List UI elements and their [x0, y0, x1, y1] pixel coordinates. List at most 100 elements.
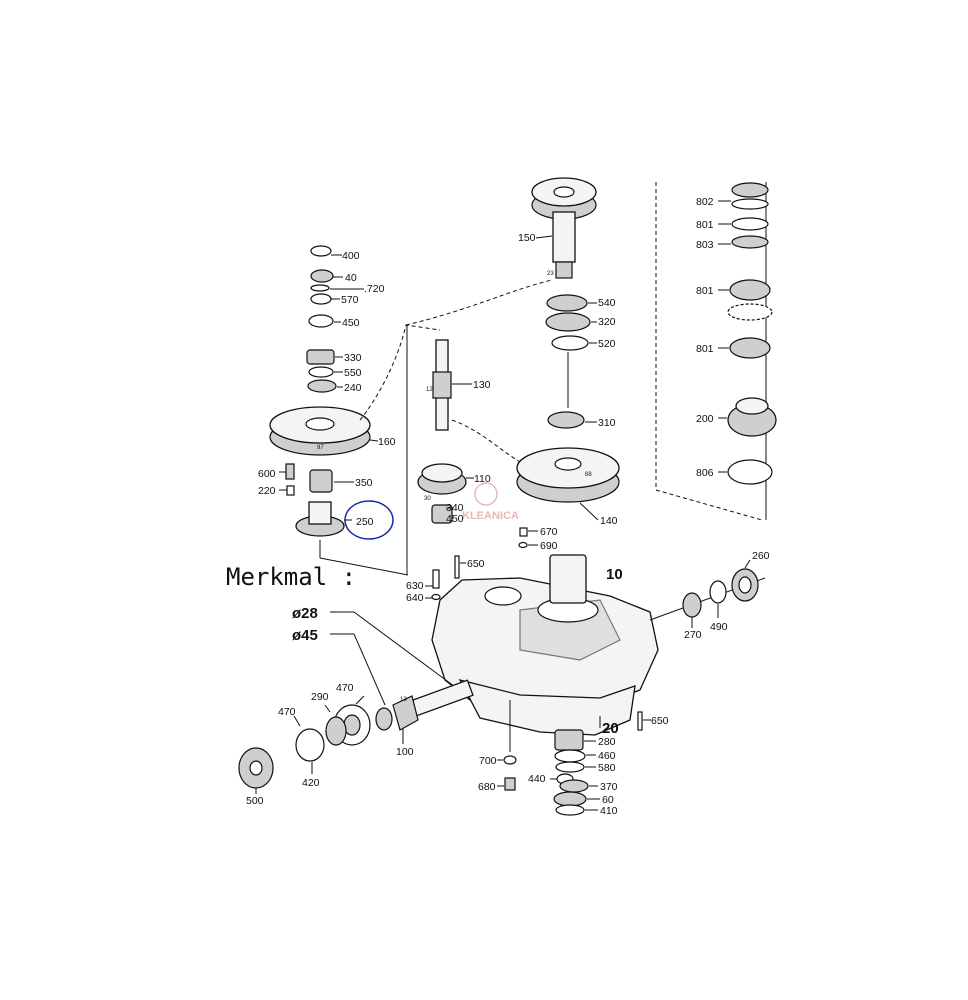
part-801b-disc: [729, 279, 771, 301]
part-670-plug: [519, 527, 528, 537]
label-330: 330: [344, 352, 362, 364]
part-340-bearing: [431, 504, 453, 524]
part-280-bearing: [554, 729, 584, 751]
label-110: 110: [474, 473, 491, 485]
label-720: .720: [364, 283, 385, 295]
label-640: 640: [406, 592, 424, 604]
label-540: 540: [598, 297, 616, 309]
label-400: 400: [342, 250, 360, 262]
part-60-bearing: [553, 791, 587, 807]
gear-100-mark: 13: [400, 697, 407, 703]
part-680-plug: [504, 777, 516, 791]
gear-150-mark: 23: [547, 271, 554, 277]
part-650b-pin: [637, 711, 643, 731]
part-580-ring: [555, 761, 585, 773]
label-60: 60: [602, 794, 614, 806]
part-100-shaft: [410, 679, 474, 717]
label-806: 806: [696, 467, 714, 479]
gearbox-housing: 10 20 650: [431, 554, 669, 752]
label-580: 580: [598, 762, 616, 774]
label-250: 250: [356, 516, 374, 528]
part-270-bearing: [682, 592, 702, 618]
part-100-pinion: [392, 695, 419, 731]
part-720-pin: [310, 284, 330, 292]
part-700-washer: [503, 755, 517, 765]
output-shaft-stack: 280 460 580 440 370 60 410: [528, 729, 618, 817]
part-130-gear: [432, 371, 452, 399]
label-440: 440: [528, 773, 546, 785]
part-500-bore: [249, 760, 263, 776]
center-shaft-stack: 23 150 540 320 520 310 12 130 30 110 340…: [359, 177, 620, 575]
part-802-disc: [731, 182, 769, 198]
label-650a: 650: [467, 558, 485, 570]
label-520: 520: [598, 338, 616, 350]
label-550: 550: [344, 367, 362, 379]
dashed-path-130-150: [405, 279, 553, 326]
part-803-disc: [731, 235, 769, 249]
label-200: 200: [696, 413, 714, 425]
part-250-hub: [308, 501, 332, 525]
dashed-path-160-130: [359, 324, 441, 421]
part-801c-disc: [729, 337, 771, 359]
part-bearing-small: [375, 707, 393, 731]
label-450b: 450: [446, 513, 464, 525]
part-150-bore: [553, 186, 575, 198]
label-803: 803: [696, 239, 714, 251]
label-220: 220: [258, 485, 276, 497]
part-410-ring: [555, 804, 585, 816]
part-320-bearing: [545, 312, 591, 332]
label-470a: 470: [278, 706, 296, 718]
gear-140-mark: 88: [585, 472, 592, 478]
watermark: KLEANICA: [462, 482, 519, 522]
variant-28: ø28: [292, 605, 318, 622]
part-460-ring: [554, 749, 586, 763]
gear-160-bore: [305, 417, 335, 431]
part-490-ring: [709, 580, 727, 604]
part-690-washer: [518, 541, 528, 549]
label-500: 500: [246, 795, 264, 807]
watermark-text: KLEANICA: [462, 510, 519, 522]
drain-plug-parts: 700 680: [478, 755, 517, 793]
label-630: 630: [406, 580, 424, 592]
label-370: 370: [600, 781, 618, 793]
label-320: 320: [598, 316, 616, 328]
label-10: 10: [606, 566, 623, 583]
part-330-bearing: [306, 349, 335, 365]
label-40: 40: [345, 272, 357, 284]
housing-fasteners: 670 690 650 630 640: [406, 526, 558, 604]
part-801b-ghost: [727, 303, 773, 321]
part-290-ring: [325, 716, 347, 746]
label-260: 260: [752, 550, 770, 562]
label-650b: 650: [651, 715, 669, 727]
label-801b: 801: [696, 285, 714, 297]
label-270: 270: [684, 629, 702, 641]
label-410: 410: [600, 805, 618, 817]
label-680: 680: [478, 781, 496, 793]
part-350-bearing: [309, 469, 333, 493]
part-240-spacer: [307, 379, 337, 393]
right-clutch-stack: 802 801 803 801 801 200 806: [655, 182, 777, 521]
part-400-ring: [310, 245, 332, 257]
gear-160-mark: 97: [317, 445, 324, 451]
part-550-ring: [308, 366, 334, 378]
label-690: 690: [540, 540, 558, 552]
label-801c: 801: [696, 343, 714, 355]
housing-20-cover: [458, 679, 636, 736]
label-470b: 470: [336, 682, 354, 694]
label-460: 460: [598, 750, 616, 762]
label-100: 100: [396, 746, 414, 758]
label-570: 570: [341, 294, 359, 306]
part-370-seal: [559, 779, 589, 793]
part-801a-disc: [731, 217, 769, 231]
part-470a-circlip: [295, 728, 325, 762]
watermark-logo-icon: [474, 482, 498, 506]
label-140: 140: [600, 515, 618, 527]
label-350: 350: [355, 477, 373, 489]
dashed-path-130-140: [451, 419, 521, 463]
label-280: 280: [598, 736, 616, 748]
label-450a: 450: [342, 317, 360, 329]
part-806-ring: [727, 459, 773, 485]
label-490: 490: [710, 621, 728, 633]
variant-annotation: Merkmal : ø28 ø45: [226, 563, 471, 706]
